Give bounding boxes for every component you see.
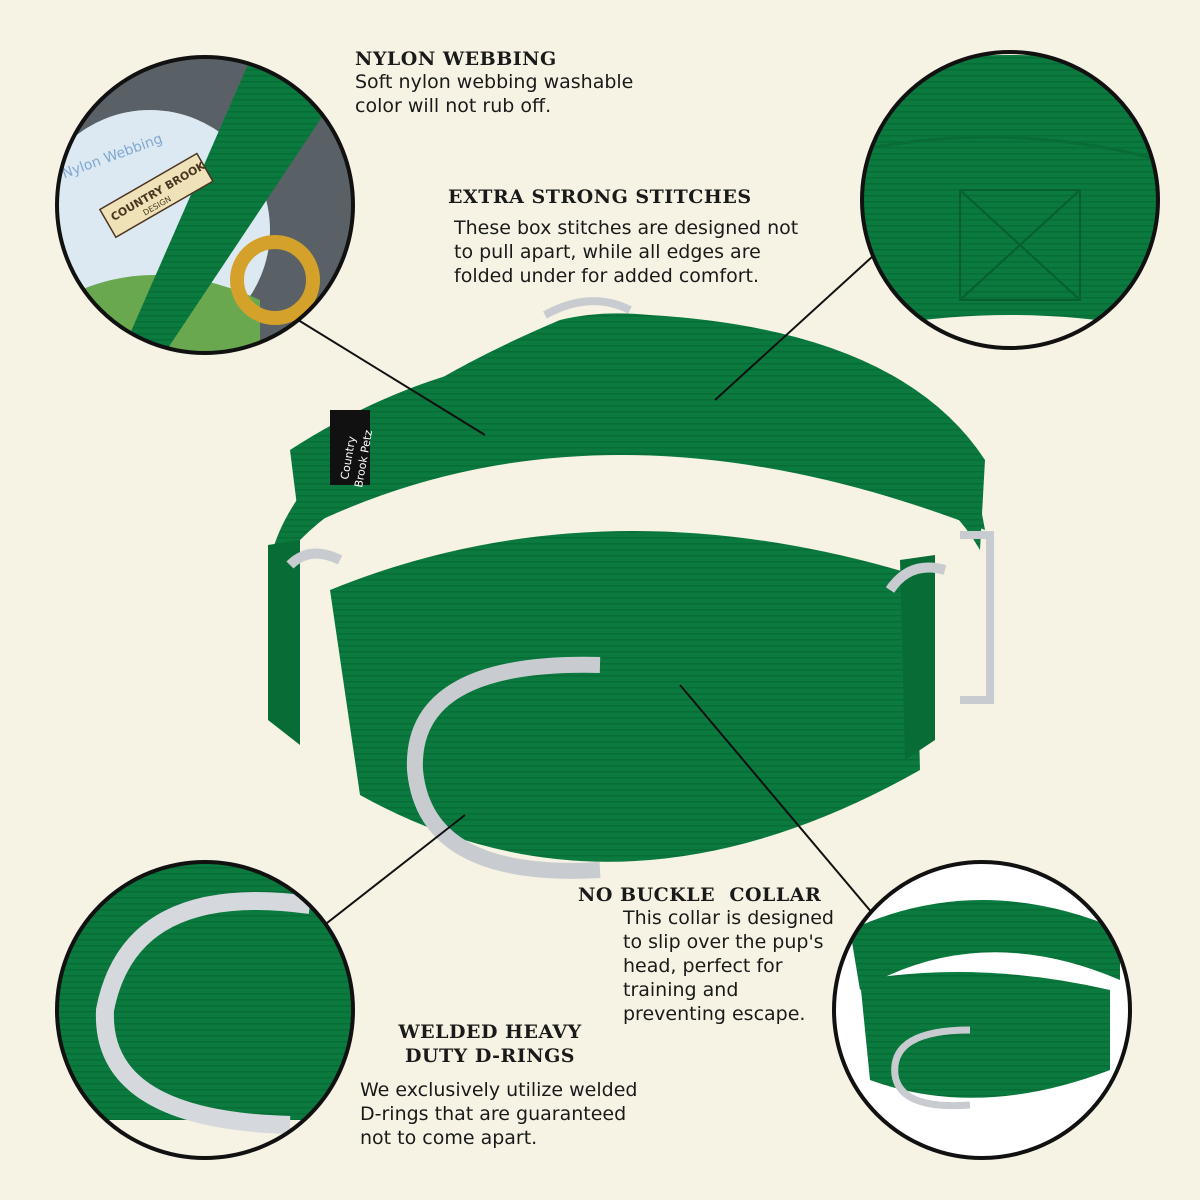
- feature-text: head, perfect for: [623, 955, 783, 977]
- feature-text: training and: [623, 979, 739, 1001]
- feature-nylon-webbing: NYLON WEBBING Soft nylon webbing washabl…: [355, 48, 633, 118]
- feature-text: D-rings that are guaranteed: [360, 1103, 627, 1125]
- feature-title: WELDED HEAVY: [398, 1021, 582, 1043]
- nylon-webbing-closeup: Nylon Webbing COUNTRY BROOK DESIGN: [57, 57, 353, 353]
- d-ring: [406, 656, 601, 879]
- stitches-closeup: [862, 52, 1158, 348]
- d-ring-closeup: [57, 862, 353, 1158]
- feature-text: preventing escape.: [623, 1003, 806, 1025]
- feature-text: We exclusively utilize welded: [360, 1079, 638, 1101]
- feature-welded-d-rings: WELDED HEAVY DUTY D-RINGS We exclusively…: [360, 1020, 637, 1150]
- brand-tag: [330, 410, 370, 485]
- feature-text: Soft nylon webbing washable: [355, 71, 634, 93]
- feature-text: This collar is designed: [623, 907, 834, 929]
- feature-text: to pull apart, while all edges are: [454, 241, 761, 263]
- feature-title: EXTRA STRONG STITCHES: [448, 186, 752, 208]
- feature-text: not to come apart.: [360, 1127, 538, 1149]
- collar-overview-closeup: [834, 862, 1130, 1158]
- collar-image: Country Brook Petz: [268, 297, 994, 879]
- feature-text: These box stitches are designed not: [454, 217, 799, 239]
- feature-text: folded under for added comfort.: [454, 265, 760, 287]
- feature-title: NYLON WEBBING: [355, 48, 557, 70]
- feature-text: color will not rub off.: [355, 95, 552, 117]
- feature-title: NO BUCKLE COLLAR: [578, 884, 822, 906]
- feature-extra-strong-stitches: EXTRA STRONG STITCHES These box stitches…: [448, 186, 798, 288]
- feature-text: to slip over the pup's: [623, 931, 824, 953]
- feature-title: DUTY D-RINGS: [404, 1045, 576, 1067]
- feature-no-buckle-collar: NO BUCKLE COLLAR This collar is designed…: [578, 884, 834, 1026]
